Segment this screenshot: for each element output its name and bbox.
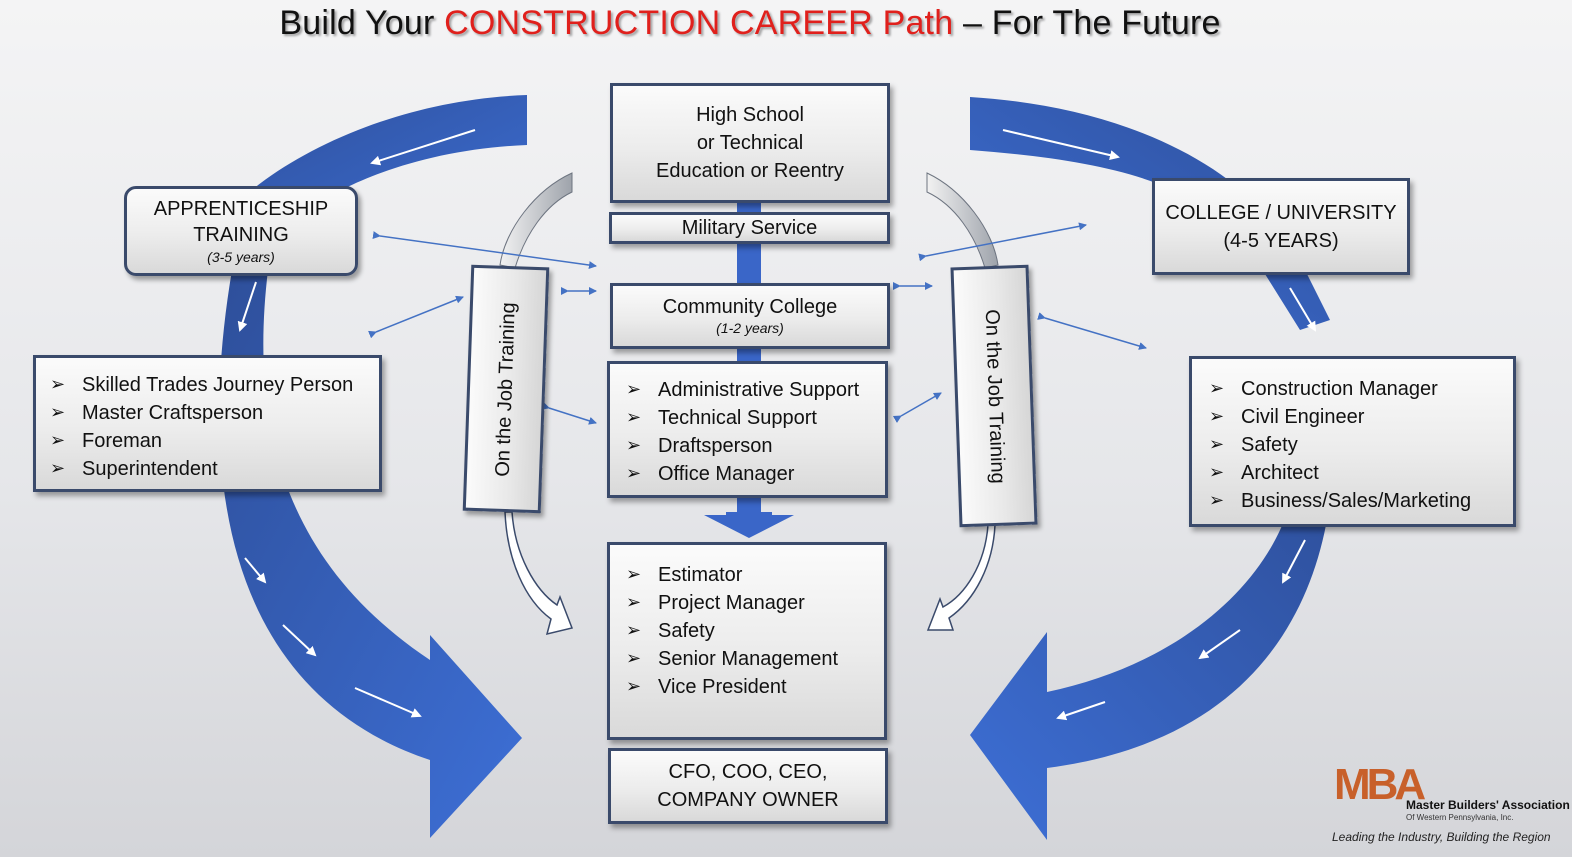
title-suffix: – For The Future: [953, 4, 1221, 42]
mba-logo-subtitle: Of Western Pennsylvania, Inc.: [1406, 813, 1514, 822]
executive-line-2: COMPANY OWNER: [657, 789, 839, 811]
list-item: Architect: [1205, 459, 1513, 487]
trades-list: Skilled Trades Journey Person Master Cra…: [46, 371, 379, 483]
community-college-label: Community College: [662, 296, 838, 318]
high-school-line-1: High School: [696, 104, 804, 126]
list-item: Vice President: [622, 673, 884, 701]
left-cycle-arrow-lower: [219, 270, 522, 838]
ojt-right-outline-arrow: [926, 524, 996, 631]
professional-list: Construction Manager Civil Engineer Safe…: [1205, 375, 1513, 515]
page-title: Build Your CONSTRUCTION CAREER Path – Fo…: [0, 4, 1500, 43]
ojt-left-outline-arrow: [504, 511, 574, 636]
support-careers-box: Administrative Support Technical Support…: [607, 361, 888, 498]
support-list: Administrative Support Technical Support…: [622, 376, 885, 488]
list-item: Civil Engineer: [1205, 403, 1513, 431]
apprenticeship-box: APPRENTICESHIP TRAINING (3-5 years): [124, 186, 358, 276]
high-school-box: High School or Technical Education or Re…: [610, 83, 890, 203]
list-item: Safety: [622, 617, 884, 645]
management-careers-box: Estimator Project Manager Safety Senior …: [607, 542, 887, 740]
executive-line-1: CFO, COO, CEO,: [668, 761, 828, 783]
military-service-box: Military Service: [609, 212, 890, 244]
list-item: Superintendent: [46, 455, 379, 483]
list-item: Master Craftsperson: [46, 399, 379, 427]
list-item: Foreman: [46, 427, 379, 455]
community-college-duration: (1-2 years): [716, 320, 784, 336]
professional-careers-box: Construction Manager Civil Engineer Safe…: [1189, 356, 1516, 527]
list-item: Safety: [1205, 431, 1513, 459]
military-service-label: Military Service: [681, 217, 818, 239]
list-item: Business/Sales/Marketing: [1205, 487, 1513, 515]
apprenticeship-line-1: APPRENTICESHIP: [153, 198, 329, 220]
mba-tagline: Leading the Industry, Building the Regio…: [1332, 830, 1551, 844]
college-university-box: COLLEGE / UNIVERSITY (4-5 YEARS): [1152, 178, 1410, 275]
list-item: Administrative Support: [622, 376, 885, 404]
right-cycle-arrow: [970, 97, 1330, 330]
trades-careers-box: Skilled Trades Journey Person Master Cra…: [33, 355, 382, 492]
apprenticeship-line-2: TRAINING: [193, 224, 289, 246]
ojt-right-box: On the Job Training: [950, 264, 1038, 528]
list-item: Construction Manager: [1205, 375, 1513, 403]
high-school-line-3: Education or Reentry: [656, 160, 844, 182]
ojt-right-label: On the Job Training: [980, 308, 1009, 484]
community-college-box: Community College (1-2 years): [610, 283, 890, 349]
title-highlight: CONSTRUCTION CAREER Path: [444, 4, 954, 42]
center-down-arrow: [704, 512, 794, 538]
high-school-line-2: or Technical: [696, 132, 804, 154]
management-list: Estimator Project Manager Safety Senior …: [622, 561, 884, 701]
ojt-left-label: On the Job Training: [491, 301, 520, 477]
college-line-1: COLLEGE / UNIVERSITY: [1165, 201, 1397, 224]
list-item: Senior Management: [622, 645, 884, 673]
apprenticeship-duration: (3-5 years): [207, 249, 275, 265]
list-item: Skilled Trades Journey Person: [46, 371, 379, 399]
right-cycle-arrow-lower: [970, 470, 1333, 840]
list-item: Estimator: [622, 561, 884, 589]
ojt-left-box: On the Job Training: [462, 264, 550, 514]
mba-logo: MBA Master Builders' Association Of West…: [1330, 760, 1570, 850]
college-line-2: (4-5 YEARS): [1223, 229, 1339, 252]
mba-logo-name: Master Builders' Association: [1406, 798, 1570, 812]
list-item: Project Manager: [622, 589, 884, 617]
title-prefix: Build Your: [279, 4, 445, 42]
executive-box: CFO, COO, CEO, COMPANY OWNER: [608, 748, 888, 824]
mba-logo-mark: MBA: [1334, 760, 1426, 809]
list-item: Draftsperson: [622, 432, 885, 460]
list-item: Technical Support: [622, 404, 885, 432]
list-item: Office Manager: [622, 460, 885, 488]
